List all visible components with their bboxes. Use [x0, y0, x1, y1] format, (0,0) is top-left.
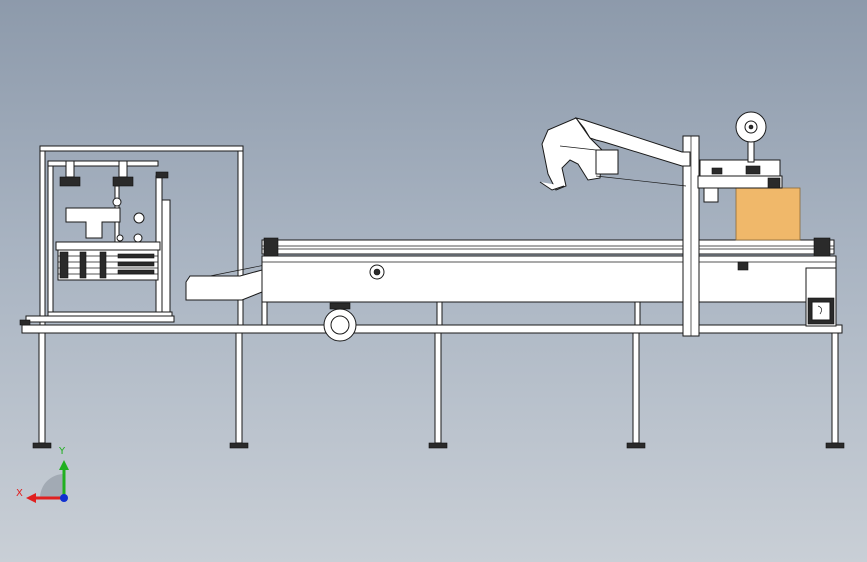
- clamp-1-block: [59, 176, 81, 187]
- coordinate-triad: Y X: [16, 446, 69, 503]
- foot-1: [32, 442, 52, 449]
- pulley-4: [116, 234, 124, 242]
- y-axis-label: Y: [58, 446, 66, 457]
- side-plate: [161, 199, 171, 317]
- leg-3: [434, 332, 442, 444]
- pulley-1: [112, 197, 122, 207]
- station-top-beam: [39, 145, 244, 152]
- z-axis-dot: [60, 494, 68, 502]
- support-post-1: [261, 301, 268, 326]
- applicator-pad: [703, 187, 719, 203]
- leg-1: [38, 332, 46, 444]
- tie-rod: [595, 175, 687, 187]
- chute-guide: [209, 263, 271, 277]
- cylinder-body: [595, 149, 619, 175]
- foot-5: [825, 442, 845, 449]
- base-frame: [21, 324, 845, 449]
- clamp-1: [65, 160, 75, 178]
- conveyor-belt: [261, 239, 835, 255]
- labeler-base: [697, 175, 783, 189]
- sheet-stack: [57, 249, 159, 281]
- base-rail: [21, 324, 843, 334]
- pulley-3: [133, 233, 143, 243]
- leg-5: [831, 332, 839, 444]
- support-post-2: [436, 301, 443, 326]
- leg-4: [632, 332, 640, 444]
- claw-tip: [539, 181, 565, 191]
- support-post-3: [634, 301, 641, 326]
- foot-2: [229, 442, 249, 449]
- roller-right: [813, 237, 831, 257]
- roller-left: [263, 237, 279, 257]
- sensor-block: [737, 261, 749, 271]
- gripper-head: [65, 207, 121, 239]
- triad-plane: [40, 474, 64, 498]
- station-post-left: [39, 145, 46, 326]
- outlet-chute: [185, 263, 271, 301]
- post-cap: [155, 171, 169, 179]
- conveyor-side-plate: [261, 255, 837, 303]
- clamp-2-block: [112, 176, 134, 187]
- inner-post-left: [47, 165, 54, 317]
- stack-top-plate: [55, 241, 161, 251]
- inner-beam: [47, 160, 159, 167]
- foot-4: [626, 442, 646, 449]
- pulley-bracket: [329, 302, 351, 310]
- station-foot: [19, 319, 31, 326]
- chute-body: [185, 269, 263, 301]
- pulley-2: [133, 212, 145, 224]
- station-base-plate: [25, 315, 175, 323]
- x-axis-label: X: [16, 488, 23, 499]
- cylinder-rod: [559, 145, 597, 151]
- clamp-2: [118, 160, 128, 178]
- foot-3: [428, 442, 448, 449]
- gripper-claw: [541, 117, 603, 191]
- gantry: [539, 111, 783, 337]
- carton-box: [735, 187, 801, 241]
- stacking-station: [19, 145, 244, 326]
- leg-2: [235, 332, 243, 444]
